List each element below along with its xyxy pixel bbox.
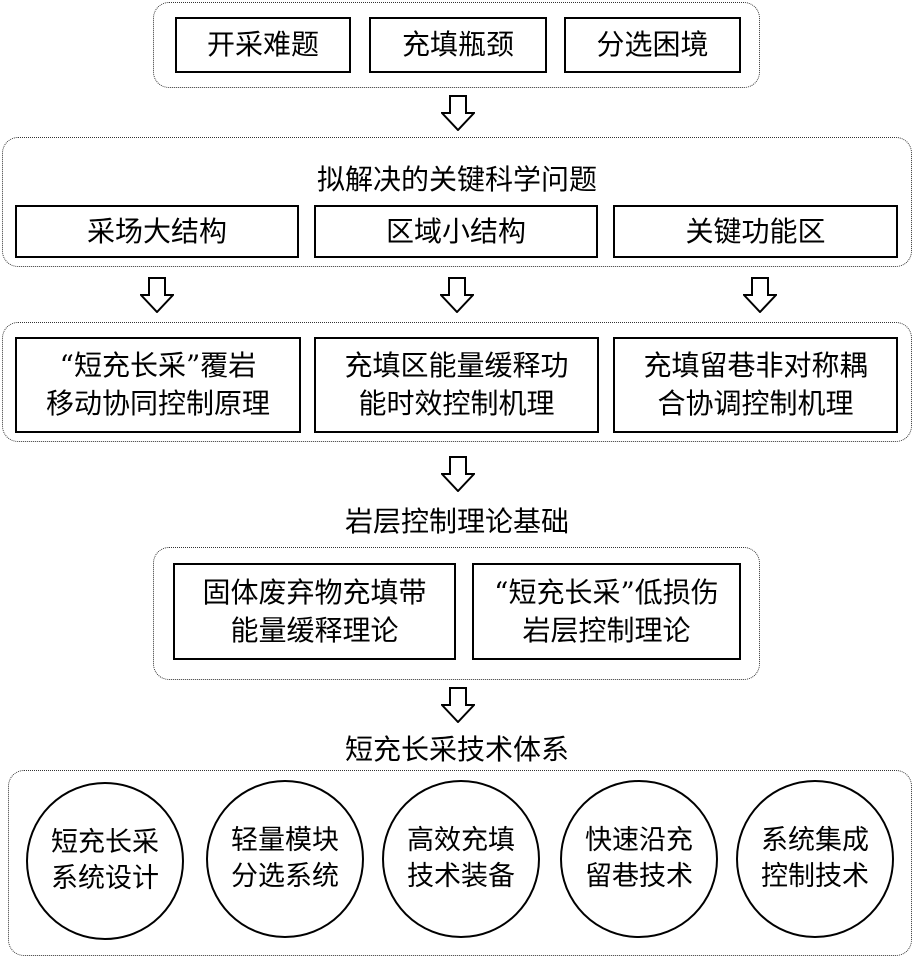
box-label: 充填瓶颈 — [401, 28, 514, 61]
box-line: 充填留巷非对称耦 — [643, 349, 868, 382]
circle-line: 系统设计 — [51, 863, 159, 894]
mechanism-box-2: 充填区能量缓释功能时效控制机理 — [314, 337, 599, 433]
science-group — [2, 137, 912, 267]
box-line: “短充长采”覆岩 — [59, 349, 257, 382]
tech-group — [8, 770, 912, 956]
down-arrow-icon — [140, 277, 174, 313]
box-line: 合协调控制机理 — [657, 387, 854, 420]
science-box-key-zone: 关键功能区 — [613, 205, 898, 258]
tech-circle-5: 系统集成控制技术 — [736, 780, 894, 938]
box-line: 固体废弃物充填带 — [202, 575, 427, 609]
theory-box-2: “短充长采”低损伤岩层控制理论 — [472, 563, 741, 660]
box-line: 充填区能量缓释功 — [344, 349, 569, 382]
box-label: 分选困境 — [596, 28, 709, 61]
circle-line: 技术装备 — [407, 861, 515, 892]
circle-line: 留巷技术 — [585, 861, 693, 892]
science-title: 拟解决的关键科学问题 — [316, 163, 597, 196]
tech-circle-3: 高效充填技术装备 — [382, 780, 540, 938]
mechanisms-group — [2, 322, 912, 442]
theory-box-1: 固体废弃物充填带能量缓释理论 — [173, 563, 456, 660]
tech-circle-2: 轻量模块分选系统 — [206, 780, 364, 938]
box-line: 移动协同控制原理 — [45, 387, 270, 420]
down-arrow-icon — [441, 456, 475, 492]
science-box-stope: 采场大结构 — [15, 205, 299, 258]
box-line: “短充长采”低损伤 — [494, 575, 719, 609]
box-line: 岩层控制理论 — [522, 613, 691, 647]
box-line: 能量缓释理论 — [230, 613, 399, 647]
theory-title: 岩层控制理论基础 — [344, 505, 569, 538]
box-label: 关键功能区 — [685, 214, 826, 248]
problem-box-filling: 充填瓶颈 — [369, 17, 547, 73]
problem-box-separation: 分选困境 — [564, 17, 741, 73]
circle-line: 控制技术 — [761, 861, 869, 892]
mechanism-box-1: “短充长采”覆岩移动协同控制原理 — [15, 337, 301, 433]
box-label: 区域小结构 — [385, 214, 526, 248]
circle-line: 轻量模块 — [231, 825, 339, 856]
down-arrow-icon — [440, 277, 474, 313]
tech-circle-4: 快速沿充留巷技术 — [560, 780, 718, 938]
down-arrow-icon — [441, 687, 475, 723]
circle-line: 系统集成 — [761, 825, 869, 856]
down-arrow-icon — [441, 95, 475, 131]
box-label: 采场大结构 — [86, 214, 227, 248]
problem-box-mining: 开采难题 — [175, 17, 351, 73]
box-label: 开采难题 — [206, 28, 319, 61]
box-line: 能时效控制机理 — [358, 387, 555, 420]
science-box-region: 区域小结构 — [314, 205, 598, 258]
circle-line: 短充长采 — [51, 827, 159, 858]
mechanism-box-3: 充填留巷非对称耦合协调控制机理 — [613, 337, 898, 433]
theory-group — [153, 547, 760, 680]
tech-title: 短充长采技术体系 — [344, 733, 569, 766]
circle-line: 高效充填 — [407, 825, 515, 856]
tech-circle-1: 短充长采系统设计 — [26, 782, 184, 940]
circle-line: 快速沿充 — [585, 825, 693, 856]
circle-line: 分选系统 — [231, 861, 339, 892]
problems-group — [153, 2, 760, 88]
down-arrow-icon — [743, 277, 777, 313]
